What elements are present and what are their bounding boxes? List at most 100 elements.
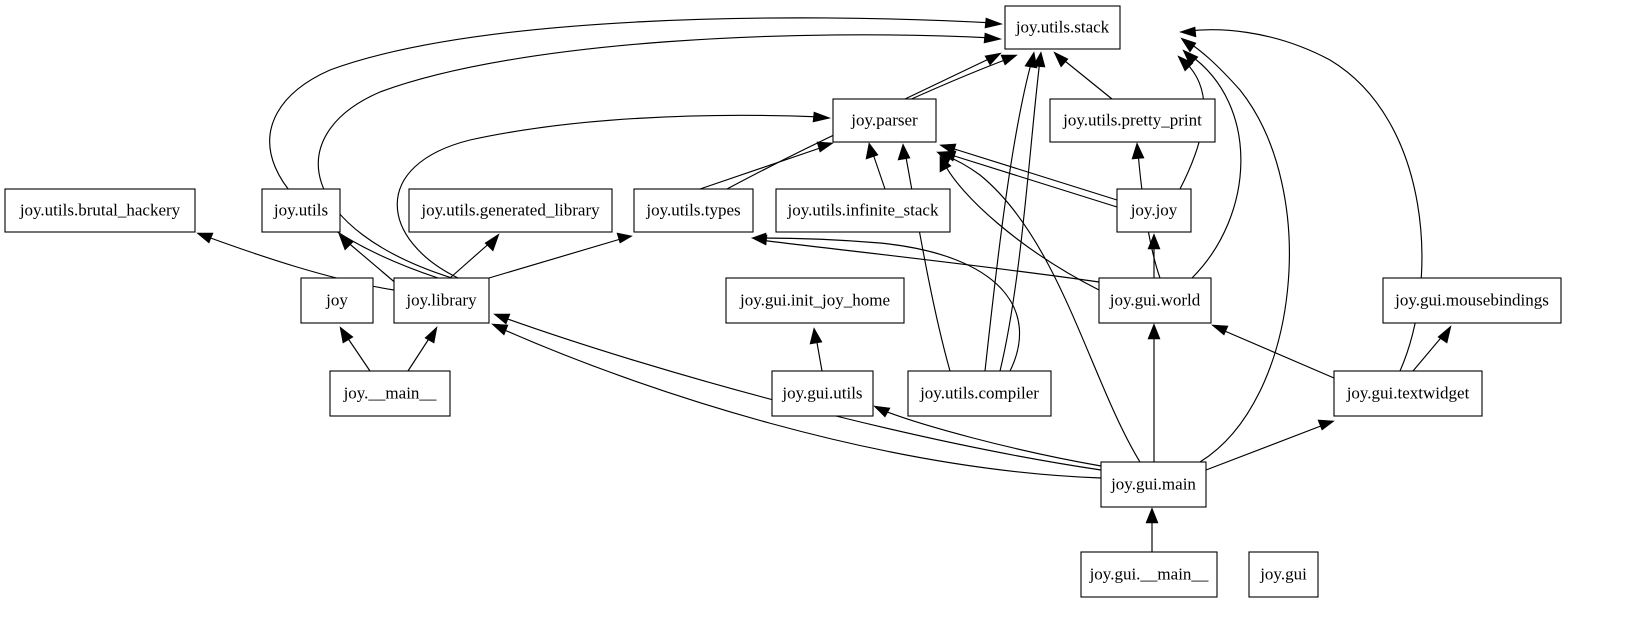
arrowhead <box>809 327 823 345</box>
arrowhead <box>1177 55 1194 72</box>
arrowhead <box>873 405 891 418</box>
arrowhead <box>1317 419 1335 431</box>
node-joy.joy[interactable]: joy.joy <box>1116 188 1192 233</box>
node-joy.utils[interactable]: joy.utils <box>261 188 341 233</box>
node-label: joy.gui.world <box>1109 290 1201 309</box>
node-joy.utils.compiler[interactable]: joy.utils.compiler <box>907 370 1052 417</box>
arrowhead <box>491 323 509 336</box>
arrowhead <box>816 141 834 153</box>
arrowhead <box>936 151 954 164</box>
arrowhead <box>897 143 911 161</box>
edge-joy.joy-to-joy.parser-a <box>947 146 1118 201</box>
edge-joy.gui.main-to-joy.library-b <box>499 327 1102 479</box>
arrowhead <box>1211 324 1229 336</box>
node-label: joy.utils.generated_library <box>420 200 600 219</box>
node-label: joy.utils.brutal_hackery <box>19 200 181 219</box>
node-label: joy.joy <box>1130 200 1178 219</box>
edge-joy.library-to-joy.utils.stack-a <box>269 17 995 279</box>
arrowhead <box>196 232 214 244</box>
edge-joy.utils.infinite_stack-to-joy.parser <box>871 150 886 190</box>
arrowhead <box>338 233 354 251</box>
edge-joy.gui.main-to-joy.gui.textwidget <box>1205 423 1327 471</box>
arrowhead <box>1180 37 1197 53</box>
arrowhead <box>984 52 1002 66</box>
edge-joy.gui.main-to-joy.parser <box>943 154 1141 463</box>
arrowhead <box>812 111 832 123</box>
edge-joy.joy-to-joy.parser-b <box>947 153 1118 208</box>
node-joy.utils.pretty_print[interactable]: joy.utils.pretty_print <box>1049 98 1216 143</box>
node-label: joy.utils.types <box>645 200 740 219</box>
node-joy.utils.infinite_stack[interactable]: joy.utils.infinite_stack <box>775 188 951 233</box>
arrowhead <box>493 313 511 325</box>
edge-joy.utils.types-to-joy.parser <box>699 145 827 190</box>
node-joy.gui.__main__[interactable]: joy.gui.__main__ <box>1080 551 1218 598</box>
arrowhead <box>1053 51 1069 68</box>
edge-joy.__main__-to-joy <box>344 333 371 372</box>
edge-joy.library-to-joy.utils <box>344 239 399 286</box>
node-joy.library[interactable]: joy.library <box>393 277 490 324</box>
node-label: joy.library <box>405 290 477 309</box>
node-label: joy.utils.compiler <box>919 383 1039 402</box>
edge-joy.utils.compiler-to-joy.parser <box>904 151 951 372</box>
node-joy.gui.utils[interactable]: joy.gui.utils <box>771 370 874 417</box>
node-label: joy.utils <box>273 200 328 219</box>
node-joy.gui.mousebindings[interactable]: joy.gui.mousebindings <box>1382 277 1562 324</box>
arrowhead <box>1147 323 1161 340</box>
edge-joy.library-to-joy.parser-a <box>396 114 823 279</box>
edge-joy.utils.compiler-to-joy.utils.stack-a <box>984 59 1033 372</box>
edge-joy.gui.main-to-joy.utils.stack <box>1187 41 1290 463</box>
node-label: joy.__main__ <box>343 383 437 402</box>
node-label: joy.gui.mousebindings <box>1394 290 1549 309</box>
node-label: joy.gui.utils <box>781 383 862 402</box>
node-joy.gui.main[interactable]: joy.gui.main <box>1100 461 1207 508</box>
node-label: joy.gui.init_joy_home <box>739 290 890 309</box>
edge-joy.gui.world-to-joy.utils.types <box>759 239 1100 283</box>
edge-joy.gui.world-to-joy.utils.stack <box>1189 54 1242 279</box>
node-layer: joy.utils.stack joy.parser joy.utils.pre… <box>4 5 1562 598</box>
node-joy.parser[interactable]: joy.parser <box>832 98 937 143</box>
edge-joy.gui.world-to-joy.parser <box>943 162 1100 291</box>
node-label: joy.gui.textwidget <box>1346 383 1470 402</box>
node-label: joy.utils.pretty_print <box>1062 110 1202 129</box>
arrowhead <box>1182 49 1199 66</box>
node-joy.gui.world[interactable]: joy.gui.world <box>1098 277 1212 324</box>
node-joy.utils.types[interactable]: joy.utils.types <box>633 188 754 233</box>
edge-joy.utils.compiler-to-joy.utils.stack-b <box>999 59 1041 372</box>
node-joy.gui[interactable]: joy.gui <box>1248 551 1319 598</box>
node-joy.utils.brutal_hackery[interactable]: joy.utils.brutal_hackery <box>4 188 196 233</box>
edge-joy.gui.textwidget-to-joy.gui.mousebindings <box>1412 332 1446 372</box>
edge-joy.__main__-to-joy.library <box>407 333 433 372</box>
edge-joy.utils.compiler-to-joy.utils.types <box>759 237 1020 372</box>
node-joy.gui.textwidget[interactable]: joy.gui.textwidget <box>1333 370 1483 417</box>
arrowhead <box>1179 26 1197 38</box>
arrowhead <box>1437 325 1452 344</box>
node-joy.utils.generated_library[interactable]: joy.utils.generated_library <box>408 188 613 233</box>
edge-joy.library-to-joy.utils.types <box>488 237 625 279</box>
node-label: joy.utils.infinite_stack <box>787 200 939 219</box>
node-joy.__main__[interactable]: joy.__main__ <box>329 370 451 417</box>
node-joy.utils.stack[interactable]: joy.utils.stack <box>1004 5 1121 50</box>
edge-joy.library-to-joy.utils.generated_library <box>449 239 494 279</box>
arrowhead <box>1131 142 1145 160</box>
arrowhead <box>983 32 1003 44</box>
arrowhead <box>1145 507 1159 524</box>
arrowhead <box>616 232 633 244</box>
node-joy.gui.init_joy_home[interactable]: joy.gui.init_joy_home <box>725 277 905 324</box>
arrowhead <box>939 155 952 173</box>
node-label: joy.gui.main <box>1110 474 1196 493</box>
edge-joy.gui.textwidget-to-joy.gui.world <box>1219 328 1335 379</box>
node-joy[interactable]: joy <box>300 277 374 324</box>
arrowhead <box>865 142 879 160</box>
arrowhead <box>984 17 1004 29</box>
arrowhead <box>339 326 354 344</box>
node-label: joy.utils.stack <box>1015 17 1110 36</box>
arrowhead <box>424 326 438 344</box>
arrowhead <box>751 232 767 244</box>
edge-joy.gui.main-to-joy.gui.utils <box>881 409 1102 467</box>
edge-joy.parser-to-joy.utils.stack <box>904 55 996 100</box>
arrowhead <box>1000 54 1018 66</box>
arrowhead <box>484 233 500 252</box>
node-label: joy <box>325 290 348 309</box>
